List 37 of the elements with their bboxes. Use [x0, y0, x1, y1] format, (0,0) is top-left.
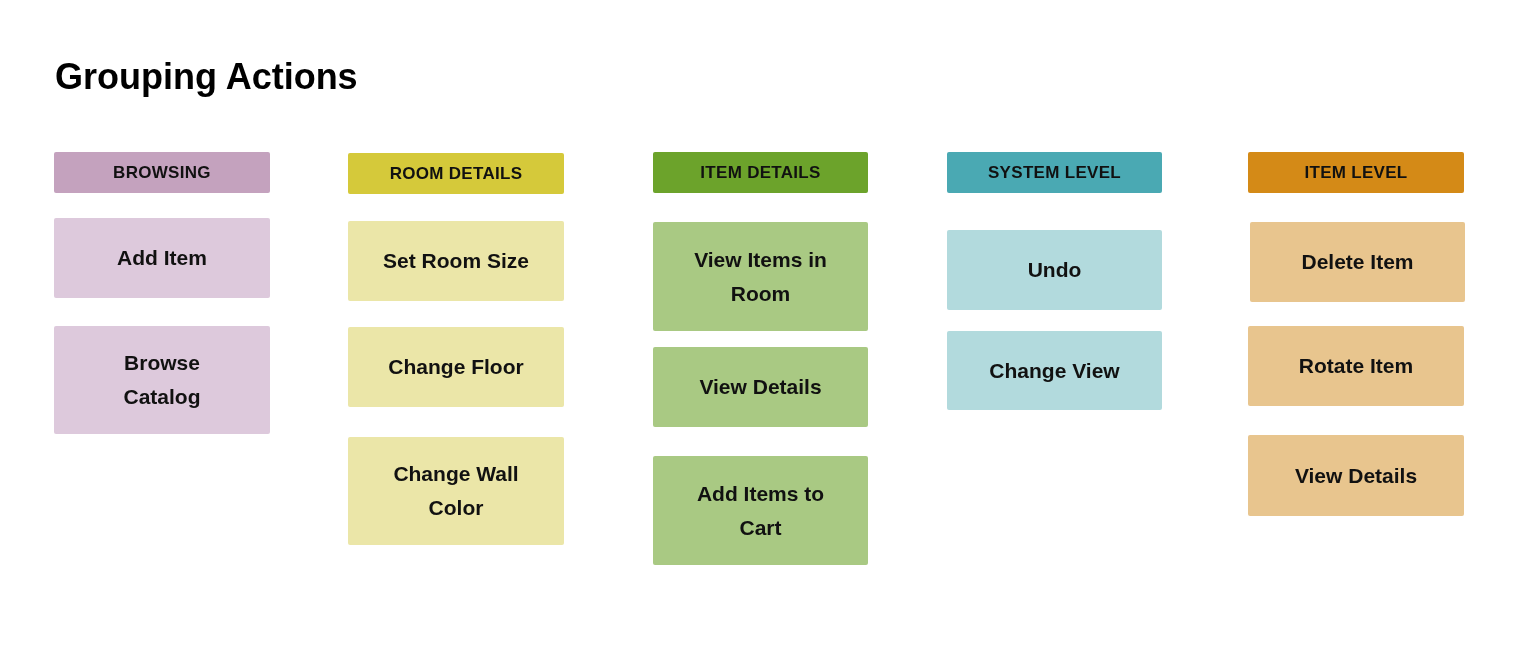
action-label: Browse Catalog: [122, 350, 202, 410]
action-label: Rotate Item: [1298, 353, 1414, 379]
action-note: [947, 230, 1162, 310]
action-note: [1250, 222, 1465, 302]
action-note: [947, 331, 1162, 410]
header-label: ITEM LEVEL: [1304, 161, 1408, 184]
header-label: ITEM DETAILS: [700, 161, 821, 184]
category-header: [54, 152, 270, 193]
action-label: Undo: [1027, 257, 1082, 283]
category-header: [947, 152, 1162, 193]
action-label: View Details: [699, 374, 822, 400]
action-note: [348, 437, 564, 545]
action-note: [1248, 435, 1464, 516]
header-label: BROWSING: [113, 161, 211, 184]
header-label: ROOM DETAILS: [389, 162, 523, 185]
action-label: Change Wall Color: [392, 461, 520, 521]
category-header: [1248, 152, 1464, 193]
diagram-title: Grouping Actions: [55, 55, 358, 99]
header-label: SYSTEM LEVEL: [988, 161, 1121, 184]
action-label: Add Items to Cart: [695, 480, 826, 541]
action-label: Delete Item: [1301, 249, 1414, 275]
action-note: [348, 327, 564, 407]
action-note: [653, 347, 868, 427]
action-label: View Items in Room: [693, 246, 828, 307]
action-note: [653, 456, 868, 565]
action-label: Add Item: [117, 245, 207, 271]
action-label: View Details: [1294, 462, 1418, 489]
action-note: [348, 221, 564, 301]
action-note: [54, 218, 270, 298]
action-label: Change Floor: [388, 354, 524, 380]
category-header: [653, 152, 868, 193]
category-header: [348, 153, 564, 194]
action-label: Set Room Size: [383, 248, 529, 274]
action-note: [653, 222, 868, 331]
action-label: Change View: [989, 357, 1120, 384]
action-note: [54, 326, 270, 434]
action-note: [1248, 326, 1464, 406]
